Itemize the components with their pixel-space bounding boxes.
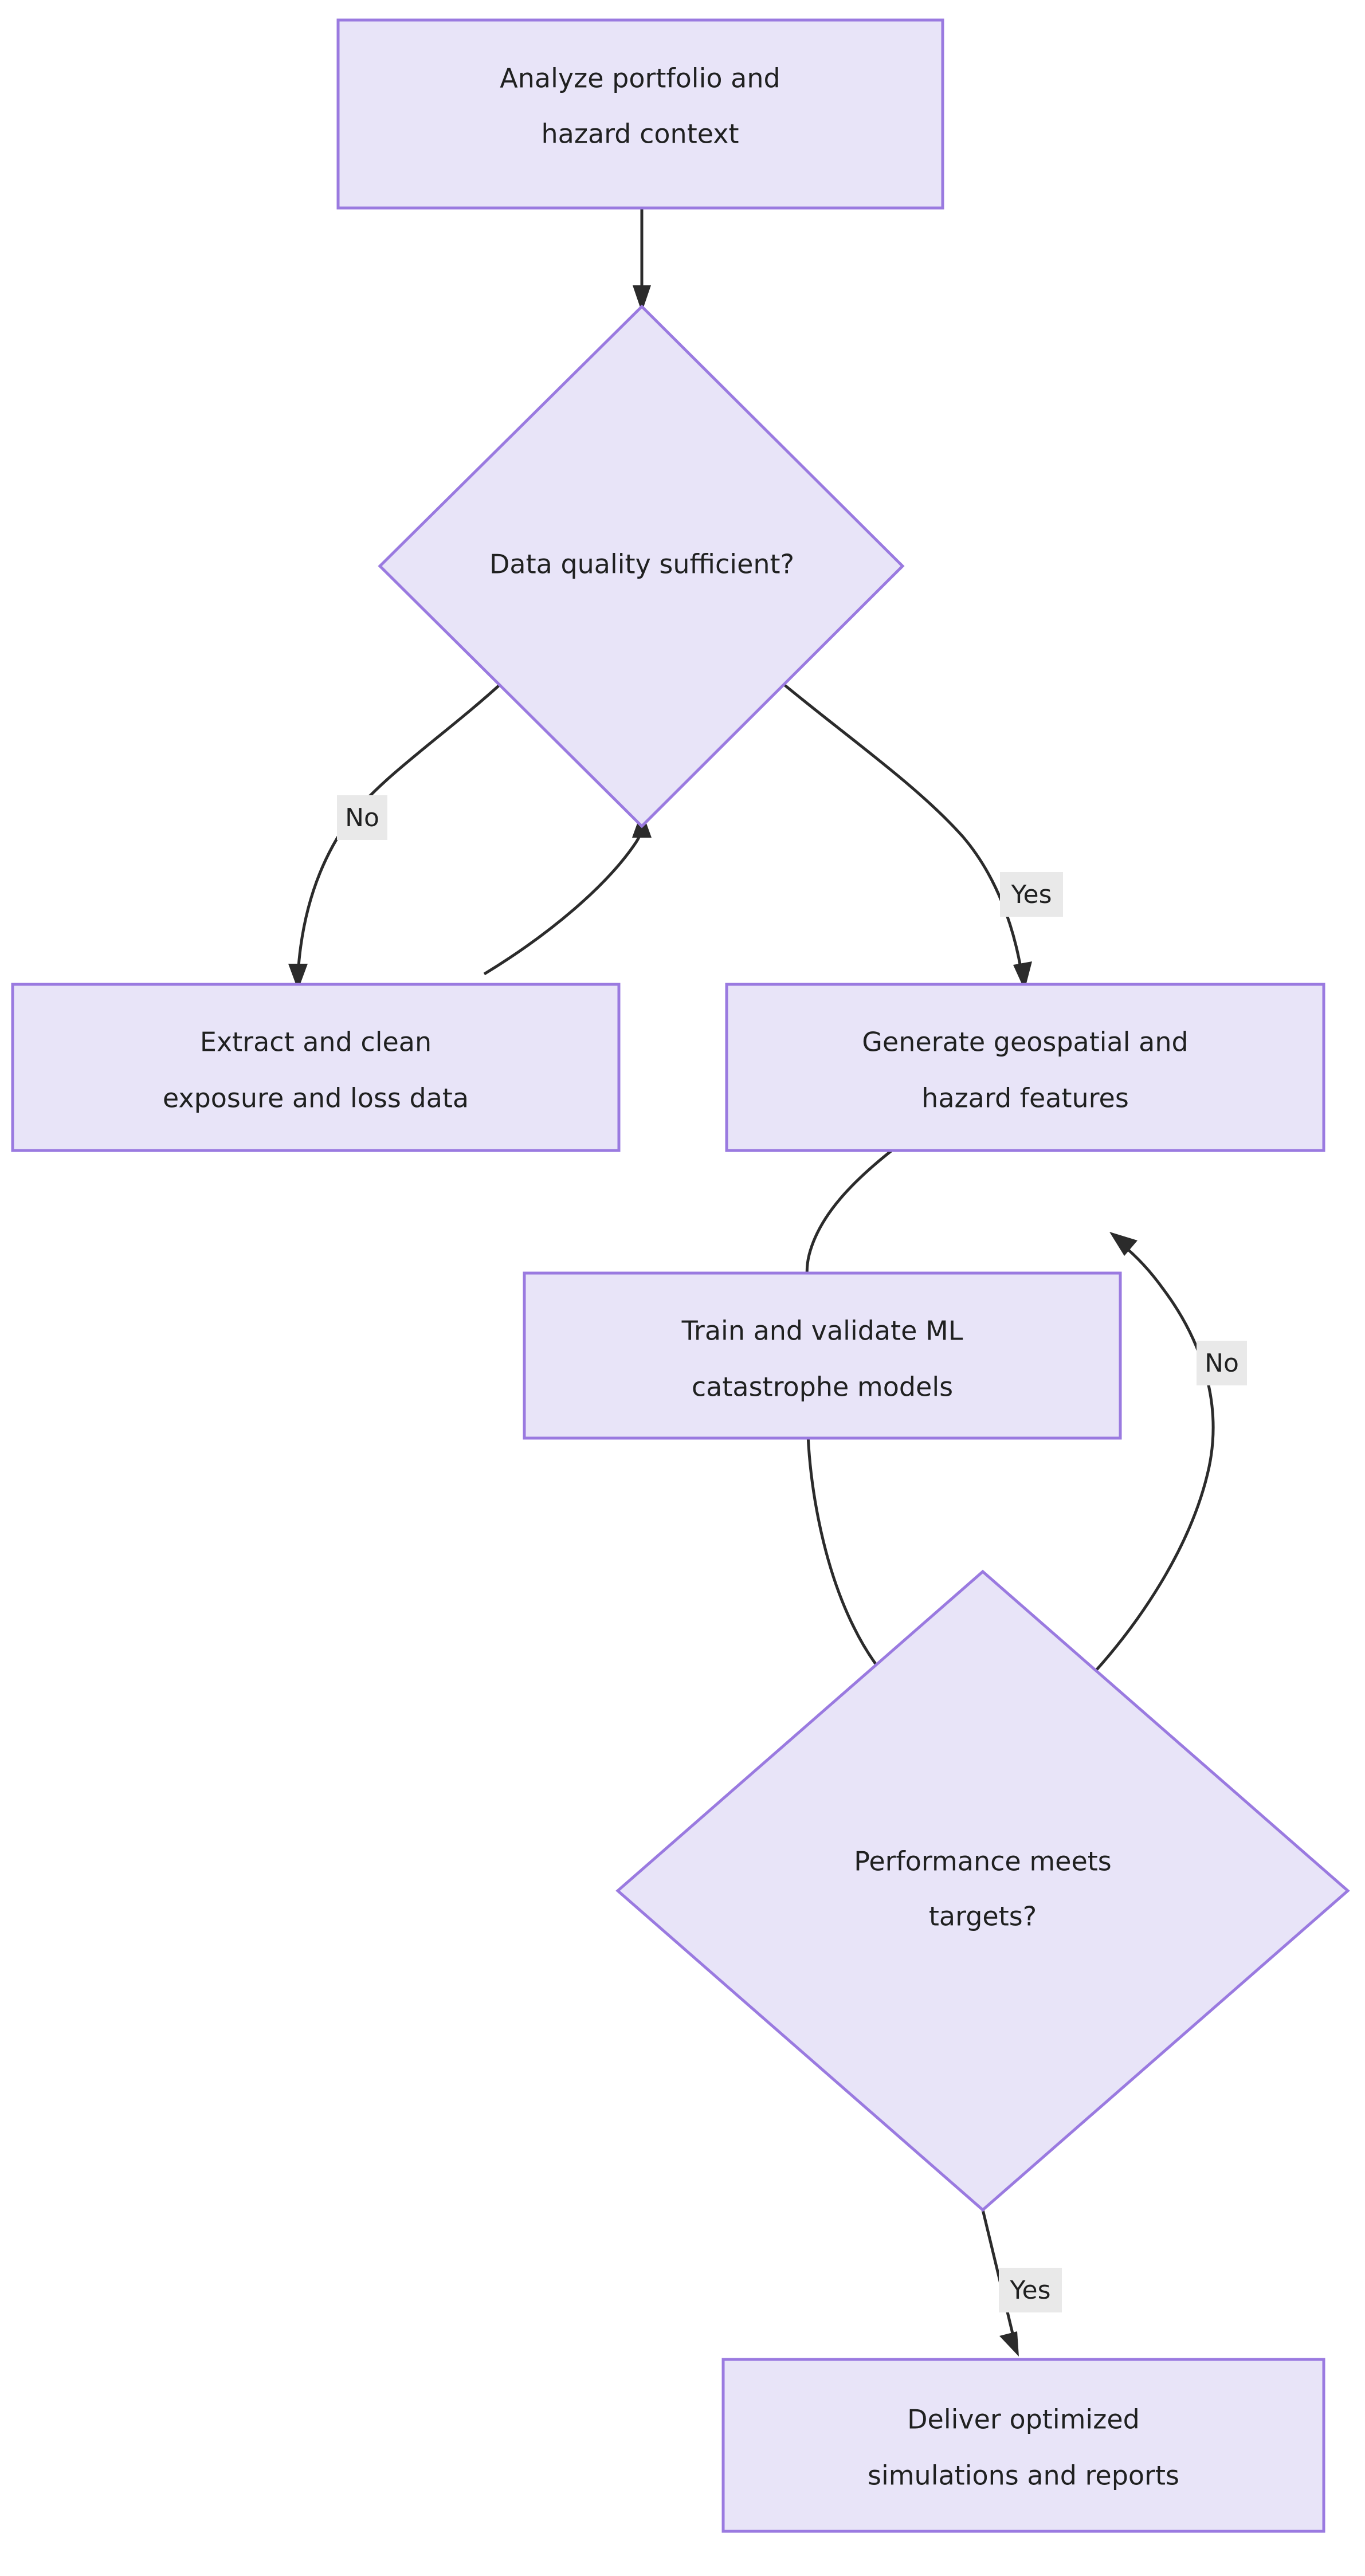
node-label-line1: Generate geospatial and: [862, 1027, 1188, 1058]
arrowhead-icon: [999, 2331, 1019, 2357]
node-label-line2: simulations and reports: [868, 2460, 1179, 2491]
edge-performance-to-generate: [1082, 1232, 1215, 1686]
node-label-line1: Extract and clean: [200, 1027, 432, 1058]
edge-data-quality-to-extract: [288, 680, 505, 990]
node-shape-rect: [11, 983, 621, 1152]
edge-label-data-quality-yes: Yes: [1000, 872, 1063, 917]
edge-label-background: [337, 795, 387, 840]
edge-extract-to-data-quality: [483, 811, 652, 976]
edge-label-background: [1000, 872, 1063, 917]
node-shape-diamond: [378, 304, 905, 828]
edge-line: [483, 826, 644, 976]
edge-line: [981, 2209, 1016, 2341]
edge-label-background: [1197, 1341, 1247, 1385]
node-label-line2: hazard context: [542, 119, 739, 150]
node-shape-diamond: [615, 1569, 1350, 2212]
node-data-quality[interactable]: Data quality sufficient?: [378, 304, 905, 828]
node-shape-rect: [336, 18, 944, 210]
edge-label-text: No: [1205, 1349, 1239, 1378]
arrowhead-icon: [633, 285, 651, 312]
node-deliver[interactable]: Deliver optimized simulations and report…: [721, 2358, 1325, 2533]
arrowhead-icon: [1013, 961, 1032, 990]
node-label-line1: Analyze portfolio and: [500, 63, 780, 94]
edge-label-performance-yes: Yes: [999, 2268, 1062, 2312]
edge-label-performance-no: No: [1197, 1341, 1247, 1385]
edge-label-text: Yes: [1010, 880, 1052, 909]
node-label-line1: Data quality sufficient?: [489, 549, 794, 580]
arrowhead-icon: [288, 964, 308, 990]
node-shape-rect: [721, 2358, 1325, 2533]
node-label-line2: exposure and loss data: [163, 1083, 469, 1114]
node-label-line1: Train and validate ML: [681, 1316, 963, 1346]
edge-line: [806, 1435, 891, 1683]
edge-label-group: No Yes No Yes: [337, 795, 1247, 2312]
node-extract[interactable]: Extract and clean exposure and loss data: [11, 983, 621, 1152]
edge-line: [1082, 1243, 1215, 1686]
node-shape-rect: [725, 983, 1325, 1152]
edge-line: [296, 680, 505, 975]
node-performance[interactable]: Performance meets targets?: [615, 1569, 1350, 2212]
node-analyze[interactable]: Analyze portfolio and hazard context: [336, 18, 944, 210]
edge-label-text: No: [345, 803, 379, 833]
node-train[interactable]: Train and validate ML catastrophe models: [523, 1271, 1122, 1440]
node-label-line2: targets?: [929, 1901, 1037, 1932]
arrowhead-icon: [1109, 1232, 1138, 1256]
node-generate[interactable]: Generate geospatial and hazard features: [725, 983, 1325, 1152]
node-label-line2: hazard features: [921, 1083, 1129, 1114]
edge-performance-to-deliver: [981, 2209, 1019, 2357]
node-label-line2: catastrophe models: [692, 1372, 953, 1403]
edge-label-data-quality-no: No: [337, 795, 387, 840]
node-shape-rect: [523, 1271, 1122, 1440]
edge-line: [778, 680, 1023, 975]
edge-label-text: Yes: [1009, 2276, 1050, 2305]
edge-label-background: [999, 2268, 1062, 2312]
edge-data-quality-to-generate: [778, 680, 1032, 990]
node-label-line1: Performance meets: [854, 1846, 1112, 1877]
edge-analyze-to-data-quality: [633, 208, 651, 312]
node-label-line1: Deliver optimized: [907, 2404, 1140, 2435]
